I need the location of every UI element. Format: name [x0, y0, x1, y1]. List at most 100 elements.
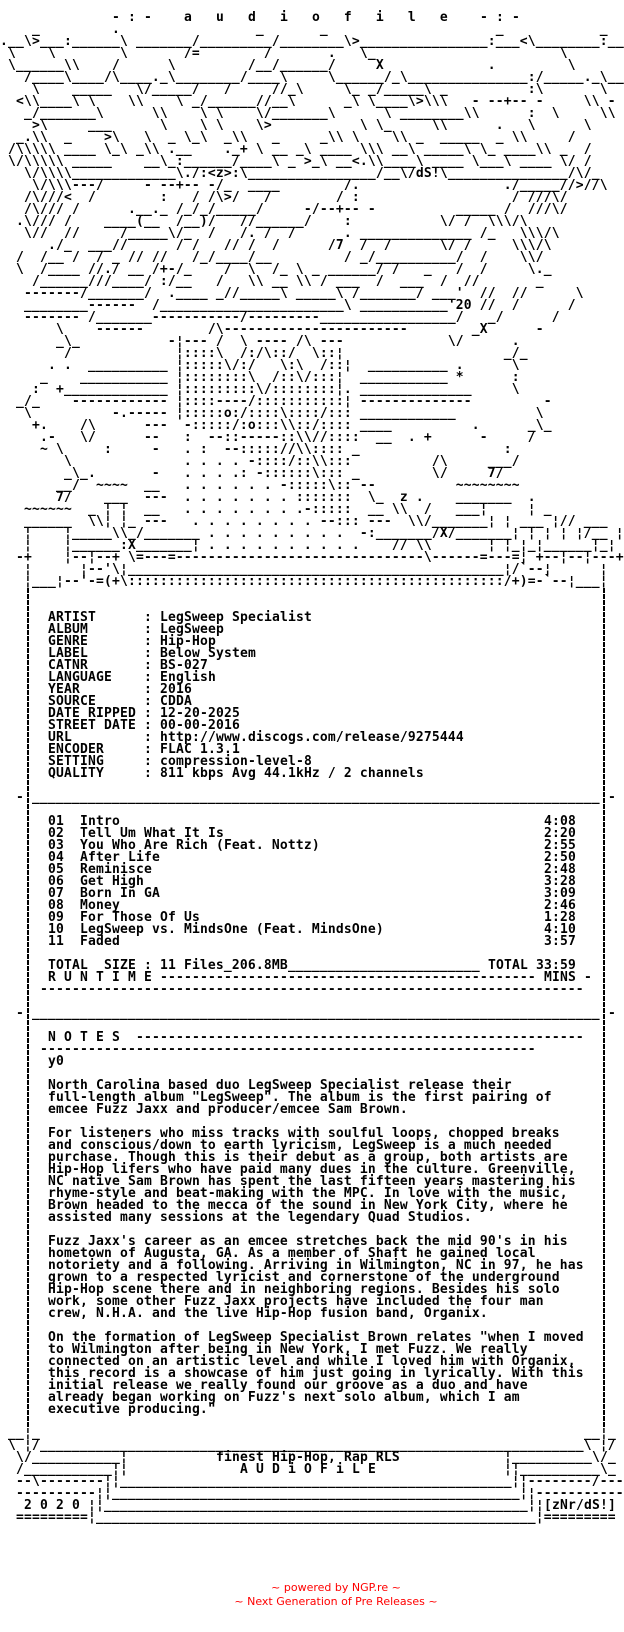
notes-line: On the formation of LegSweep Specialist … — [48, 1330, 584, 1345]
info-label: LABEL — [48, 646, 88, 661]
art-line: \______\\ / \ /__/______/ X . \ //___/ — [0, 58, 624, 73]
art-line: _/_______\ \\ \ \ \/_______\ \ ________\… — [0, 106, 616, 121]
notes-line: this record is a showcase of him just go… — [48, 1366, 584, 1381]
notes-line: assisted many sessions at the legendary … — [48, 1210, 472, 1225]
track-title: Money — [80, 898, 120, 913]
art-line: \/\\\\\ _____ __\_:______/____\ _ >_\ __… — [0, 154, 592, 169]
info-separator: : — [144, 766, 152, 781]
info-label: CATNR — [48, 658, 88, 673]
footer-art-segment: __¦_ — [584, 1426, 616, 1441]
track-duration: 1:28 — [544, 910, 576, 925]
art-line: \/\\\\_____________\./:<z>:\____________… — [0, 166, 600, 181]
notes-greeting: y0 — [48, 1054, 64, 1069]
info-separator: : — [144, 682, 152, 697]
notes-line: Brown headed to the mecca of the sound i… — [48, 1198, 568, 1213]
info-label: QUALITY — [48, 766, 104, 781]
track-title: Tell Um What It Is — [80, 826, 224, 841]
section-divider: ________________________________________… — [32, 790, 600, 805]
art-line: / /__ / / _ // // /_/____/__ / _/_______… — [0, 250, 544, 265]
footer-art-segment: \/___________¦ — [16, 1450, 128, 1465]
nfo-title: a u d i o f i l e — [184, 10, 448, 25]
footer-tagline: finest Hip-Hop, Rap RLS — [216, 1450, 400, 1465]
info-separator: : — [144, 754, 152, 769]
art-line: +. /\ --- -:::::/:o:::\\::/:::: ____ . _… — [0, 418, 552, 433]
section-divider: ________________________________________… — [32, 1006, 600, 1021]
art-line: ¦ ¦--'\¦________________________________… — [0, 562, 608, 577]
footer-art-segment: /___________¦¦ — [16, 1462, 128, 1477]
title-decor-right: - : - — [480, 10, 520, 25]
info-value: http://www.discogs.com/release/9275444 — [160, 730, 464, 745]
notes-line: work, some other Fuzz Jaxx projects have… — [48, 1294, 544, 1309]
divider-tick: - — [16, 790, 24, 805]
info-label: LANGUAGE — [48, 670, 112, 685]
track-title: Reminisce — [80, 862, 152, 877]
track-number: 06 — [48, 874, 64, 889]
notes-heading: N O T E S — [48, 1030, 120, 1045]
divider-tick: - — [608, 1006, 616, 1021]
art-line: ________------ /_______________________\… — [0, 298, 576, 313]
notes-line: executive producing." — [48, 1402, 216, 1417]
info-label: ARTIST — [48, 610, 96, 625]
track-title: Born In GA — [80, 886, 160, 901]
footer-art-segment: --\--------¦¦___________________________… — [16, 1474, 624, 1489]
track-number: 11 — [48, 934, 64, 949]
info-separator: : — [144, 634, 152, 649]
art-line: ¦ ¦_____\\_/_______ . . . . . . . . . -:… — [0, 526, 624, 541]
info-label: ENCODER — [48, 742, 104, 757]
notes-rule: ----------------------------------------… — [136, 1030, 584, 1045]
track-duration: 2:46 — [544, 898, 576, 913]
info-value: English — [160, 670, 216, 685]
footer-year: 2 0 2 0 — [24, 1498, 80, 1513]
track-number: 08 — [48, 898, 64, 913]
info-value: compression-level-8 — [160, 754, 312, 769]
track-title: For Those Of Us — [80, 910, 200, 925]
info-separator: : — [144, 718, 152, 733]
info-label: SOURCE — [48, 694, 96, 709]
art-line: .\/// / ____(__ /__)/ //______/ : \/ / \… — [0, 214, 528, 229]
track-number: 10 — [48, 922, 64, 937]
track-duration: 4:10 — [544, 922, 576, 937]
track-number: 05 — [48, 862, 64, 877]
track-duration: 2:48 — [544, 862, 576, 877]
notes-line: full-length album "LegSweep". The album … — [48, 1090, 552, 1105]
art-line: _ . _ _ _ _ — [0, 22, 608, 37]
footer-art-segment: ----------¦¦____________________________… — [16, 1486, 624, 1501]
track-duration: 3:57 — [544, 934, 576, 949]
info-value: 12-20-2025 — [160, 706, 240, 721]
track-duration: 4:08 — [544, 814, 576, 829]
art-line: ./_ ___// / / // / / /7 / / \/ / \\\/\ — [0, 238, 552, 253]
info-value: 811 kbps Avg 44.1kHz / 2 channels — [160, 766, 424, 781]
track-duration: 2:50 — [544, 850, 576, 865]
art-line: -------/_______/ .____ _//_____\ _____\ … — [0, 286, 584, 301]
notes-line: already began working on Fuzz's next sol… — [48, 1390, 520, 1405]
art-line: <\\____\ \ \\ \ _/______//__\ _\ \____\>… — [0, 94, 616, 109]
notes-line: hometown of Augusta, GA. As a member of … — [48, 1246, 536, 1261]
notes-line: For listeners who miss tracks with soulf… — [48, 1126, 560, 1141]
track-number: 02 — [48, 826, 64, 841]
art-line: \ ------ /\----------------------- _X - — [0, 322, 544, 337]
total-size: TOTAL SIZE : 11 Files_206.8MB — [48, 958, 288, 973]
art-line: /____\____/\____._\________/____\ \_____… — [0, 70, 624, 85]
notes-line: NC native Sam Brown has spent the last f… — [48, 1174, 576, 1189]
track-number: 01 — [48, 814, 64, 829]
art-line: \ /____ //./ __ /+-/_ / \ /_ \ _ ______/… — [0, 262, 552, 277]
footer-art-segment: ¦¦______________________________________… — [88, 1498, 544, 1513]
notes-line: Hip-Hop lifers who have paid many dues i… — [48, 1162, 576, 1177]
art-line: / ¦::::\ /:/\::/ \::¦ _/_ — [0, 346, 528, 361]
footer-art-segment: =========¦______________________________… — [16, 1510, 616, 1525]
art-line: .__\>___:______\ _______/_________/_____… — [0, 34, 624, 49]
art-line: /\/// / .__._ /_/_/_____/ -/--+-- - ____… — [0, 202, 568, 217]
art-line: /\///< / : / /\>/ / / : / ///\/ — [0, 190, 568, 205]
track-number: 03 — [48, 838, 64, 853]
track-duration: 3:28 — [544, 874, 576, 889]
info-value: 00-00-2016 — [160, 718, 240, 733]
art-line: -+ ¦--¦--+ \=---=-----------------------… — [0, 550, 624, 565]
notes-line: Hip-Hop scene there and in neighboring r… — [48, 1282, 560, 1297]
info-value: LegSweep Specialist — [160, 610, 312, 625]
footer-art-segment: __¦_ — [8, 1426, 40, 1441]
frame-border-right — [603, 588, 605, 1428]
info-value: BS-027 — [160, 658, 208, 673]
info-separator: : — [144, 622, 152, 637]
footer-art-segment: \ ¦/____________________________________… — [8, 1438, 616, 1453]
track-title: Intro — [80, 814, 120, 829]
